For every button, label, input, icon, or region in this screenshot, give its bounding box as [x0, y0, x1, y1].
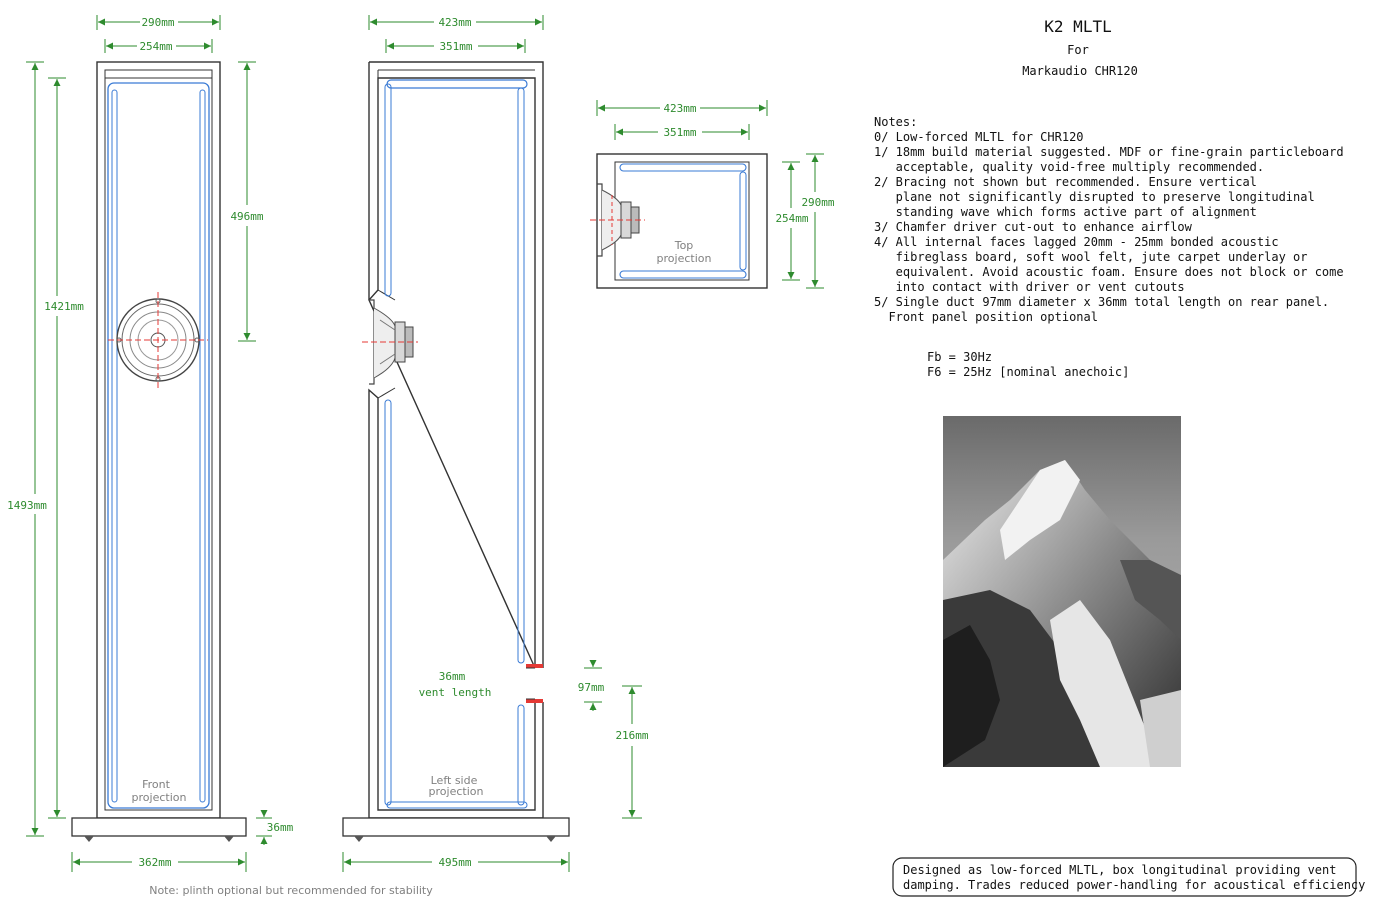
summary-line1: Designed as low-forced MLTL, box longitu…	[903, 863, 1336, 877]
side-plinth-width-dimension: 495mm	[438, 856, 471, 869]
note-line: 1/ 18mm build material suggested. MDF or…	[874, 145, 1344, 159]
vent-lower-edge	[526, 699, 543, 703]
note-line: into contact with driver or vent cutouts	[874, 280, 1185, 294]
front-inner-height-dimension: 1421mm	[44, 300, 84, 313]
side-cabinet-outline	[368, 61, 544, 819]
front-plinth	[71, 817, 247, 837]
front-total-height-dimension: 1493mm	[7, 499, 47, 512]
plinth-height-dimension: 36mm	[267, 821, 294, 834]
top-lining	[619, 163, 747, 172]
tuning-f6: F6 = 25Hz [nominal anechoic]	[927, 365, 1129, 379]
note-line: equivalent. Avoid acoustic foam. Ensure …	[874, 265, 1344, 279]
top-outer-depth-dimension: 423mm	[663, 102, 696, 115]
summary-box: Designed as low-forced MLTL, box longitu…	[892, 857, 1365, 897]
top-label-line1: Top	[674, 239, 694, 252]
plinth-footnote: Note: plinth optional but recommended fo…	[149, 884, 433, 897]
note-line: acceptable, quality void-free multiply r…	[874, 160, 1264, 174]
top-view: 423mm 351mm Top projection 254mm	[590, 100, 835, 289]
note-line: standing wave which forms active part of…	[874, 205, 1257, 219]
note-line: Front panel position optional	[874, 310, 1098, 324]
note-line: fibreglass board, soft wool felt, jute c…	[874, 250, 1307, 264]
tuning: Fb = 30Hz F6 = 25Hz [nominal anechoic]	[927, 350, 1129, 379]
vent-upper-edge	[526, 664, 543, 668]
vent-length-line2: vent length	[419, 686, 492, 699]
top-driver	[590, 183, 645, 257]
top-inner-width-dimension: 254mm	[775, 212, 808, 225]
top-outer-width-dimension: 290mm	[801, 196, 834, 209]
front-plinth-width-dimension: 362mm	[138, 856, 171, 869]
side-label-line2: projection	[429, 785, 484, 798]
summary-line2: damping. Trades reduced power-handling f…	[903, 878, 1365, 892]
title-for: For	[1067, 43, 1089, 57]
side-lining	[386, 79, 528, 89]
title-driver: Markaudio CHR120	[1022, 64, 1138, 78]
title-block: K2 MLTL For Markaudio CHR120	[1022, 17, 1138, 78]
front-cabinet-outline	[96, 61, 221, 819]
vent-length-line1: 36mm	[439, 670, 466, 683]
mountain-photo	[943, 416, 1181, 767]
front-lining	[107, 82, 210, 809]
front-label-line2: projection	[132, 791, 187, 804]
note-line: plane not significantly disrupted to pre…	[874, 190, 1315, 204]
note-line: 0/ Low-forced MLTL for CHR120	[874, 130, 1084, 144]
note-line: 5/ Single duct 97mm diameter x 36mm tota…	[874, 295, 1329, 309]
front-view: 290mm 254mm Front projection	[7, 15, 294, 872]
side-view: 423mm 351mm	[342, 15, 649, 872]
front-driver	[108, 292, 208, 388]
side-label-line1: Left side	[431, 774, 478, 787]
side-driver	[362, 299, 418, 385]
top-label-line2: projection	[657, 252, 712, 265]
side-inner-depth-dimension: 351mm	[439, 40, 472, 53]
top-inner-depth-dimension: 351mm	[663, 126, 696, 139]
note-line: 3/ Chamfer driver cut-out to enhance air…	[874, 220, 1193, 234]
front-outer-width-dimension: 290mm	[141, 16, 174, 29]
tuning-fb: Fb = 30Hz	[927, 350, 992, 364]
side-outer-depth-dimension: 423mm	[438, 16, 471, 29]
note-line: 2/ Bracing not shown but recommended. En…	[874, 175, 1257, 189]
title-main: K2 MLTL	[1044, 17, 1111, 36]
front-inner-width-dimension: 254mm	[139, 40, 172, 53]
front-driver-offset-dimension: 496mm	[230, 210, 263, 223]
front-label-line1: Front	[142, 778, 171, 791]
notes-heading: Notes:	[874, 115, 917, 129]
vent-height-dimension: 216mm	[615, 729, 648, 742]
note-line: 4/ All internal faces lagged 20mm - 25mm…	[874, 235, 1279, 249]
vent-diameter-dimension: 97mm	[578, 681, 605, 694]
side-plinth	[342, 817, 570, 837]
